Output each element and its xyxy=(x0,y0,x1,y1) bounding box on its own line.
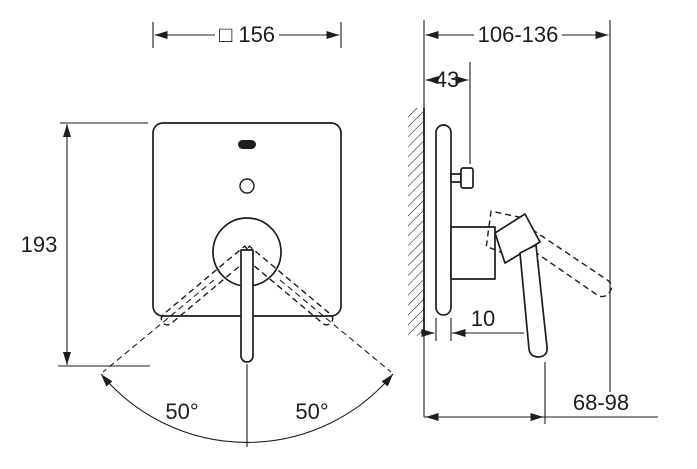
diverter-button xyxy=(239,178,255,194)
angle-left-label: 50° xyxy=(165,399,198,424)
screw-offset-label: 43 xyxy=(435,67,459,92)
screw-stem xyxy=(450,173,462,183)
swing-limit-line-left xyxy=(102,279,215,373)
swing-arc xyxy=(100,373,394,443)
wall-hatching xyxy=(408,108,424,336)
height-dimension-label: 193 xyxy=(21,232,58,257)
width-dimension: □ 156 xyxy=(152,22,342,48)
angle-right-label: 50° xyxy=(295,399,328,424)
spout-outlet-slot xyxy=(238,140,256,149)
swing-limit-line-right xyxy=(279,279,392,373)
front-view: □ 156 193 50° 50° xyxy=(21,22,394,447)
plate-thickness-dimension: 10 xyxy=(421,306,524,341)
handle-reach-label: 68-98 xyxy=(573,390,629,415)
width-dimension-label: □ 156 xyxy=(219,22,275,47)
escutcheon-plate-side xyxy=(435,124,452,316)
depth-dimension-label: 106-136 xyxy=(478,22,559,47)
depth-dimension: 106-136 xyxy=(425,20,611,392)
plate-thickness-label: 10 xyxy=(471,306,495,331)
screw-offset-dimension: 43 xyxy=(425,62,471,164)
handle-reach-dimension: 68-98 xyxy=(424,362,658,424)
height-dimension: 193 xyxy=(21,122,150,367)
lever-handle-side xyxy=(494,213,548,358)
lever-handle-front xyxy=(240,249,254,363)
wall xyxy=(408,20,425,417)
side-view: 106-136 43 10 68-98 xyxy=(408,20,658,424)
screw-knob xyxy=(460,167,474,189)
adjustment-screw xyxy=(450,167,474,189)
